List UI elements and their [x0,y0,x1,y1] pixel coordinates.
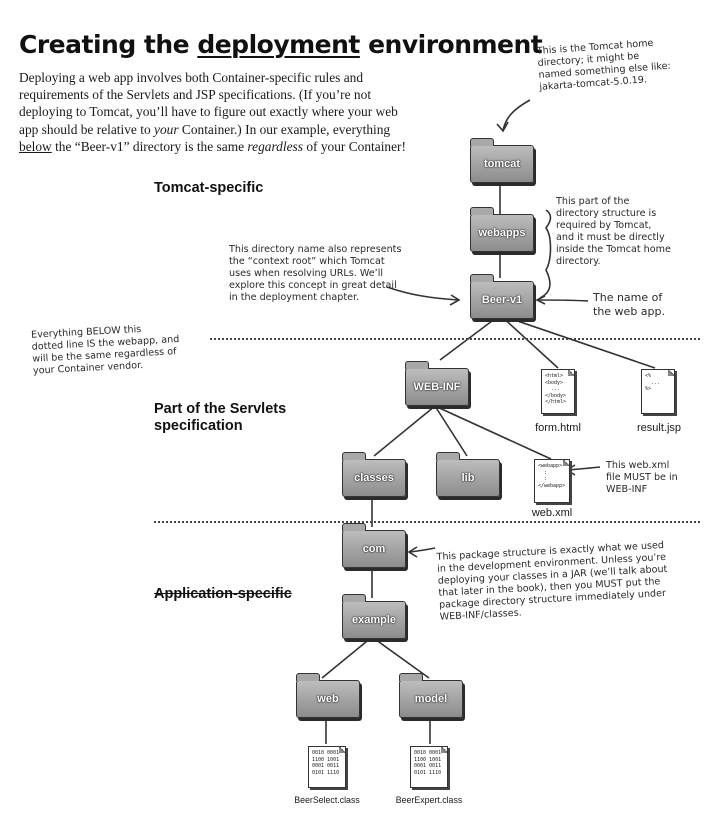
file-result-jsp-label: result.jsp [636,422,682,434]
file-web-xml-icon[interactable]: <webapp> : : </webapp> [534,459,570,503]
classes-boundary-line [154,521,700,523]
folder-tomcat-icon[interactable]: tomcat [469,138,534,183]
file-result-jsp-icon[interactable]: <% ... %> [641,369,675,414]
folder-webapps-icon[interactable]: webapps [469,207,534,252]
section-tomcat-specific: Tomcat-specific [154,180,264,196]
file-beerexpert-class-icon[interactable]: 0010 0001 1100 1001 0001 0011 0101 1110 [410,746,448,788]
page-title: Creating the deployment environment [19,30,543,59]
file-web-xml-label: web.xml [531,507,573,519]
section-application-specific: Application-specific [154,586,292,602]
file-beerexpert-class-label: BeerExpert.class [395,795,463,805]
note-package-structure: This package structure is exactly what w… [436,539,668,623]
folder-web-inf-icon[interactable]: WEB-INF [404,361,469,406]
intro-paragraph: Deploying a web app involves both Contai… [19,70,406,154]
folder-lib-icon[interactable]: lib [435,452,500,497]
file-beerselect-class-icon[interactable]: 0010 0001 1100 1001 0001 0011 0101 1110 [308,746,346,788]
folder-model-icon[interactable]: model [398,673,463,718]
webapp-boundary-line [210,338,700,340]
file-beerselect-class-label: BeerSelect.class [294,795,360,805]
folder-classes-icon[interactable]: classes [341,452,406,497]
folder-example-icon[interactable]: example [341,594,406,639]
file-form-html-label: form.html [535,422,581,434]
folder-com-icon[interactable]: com [341,523,406,568]
folder-beer-v1-icon[interactable]: Beer-v1 [469,274,534,319]
folder-web-icon[interactable]: web [295,673,360,718]
file-form-html-icon[interactable]: <html> <body> ... </body> </html> [541,369,575,414]
